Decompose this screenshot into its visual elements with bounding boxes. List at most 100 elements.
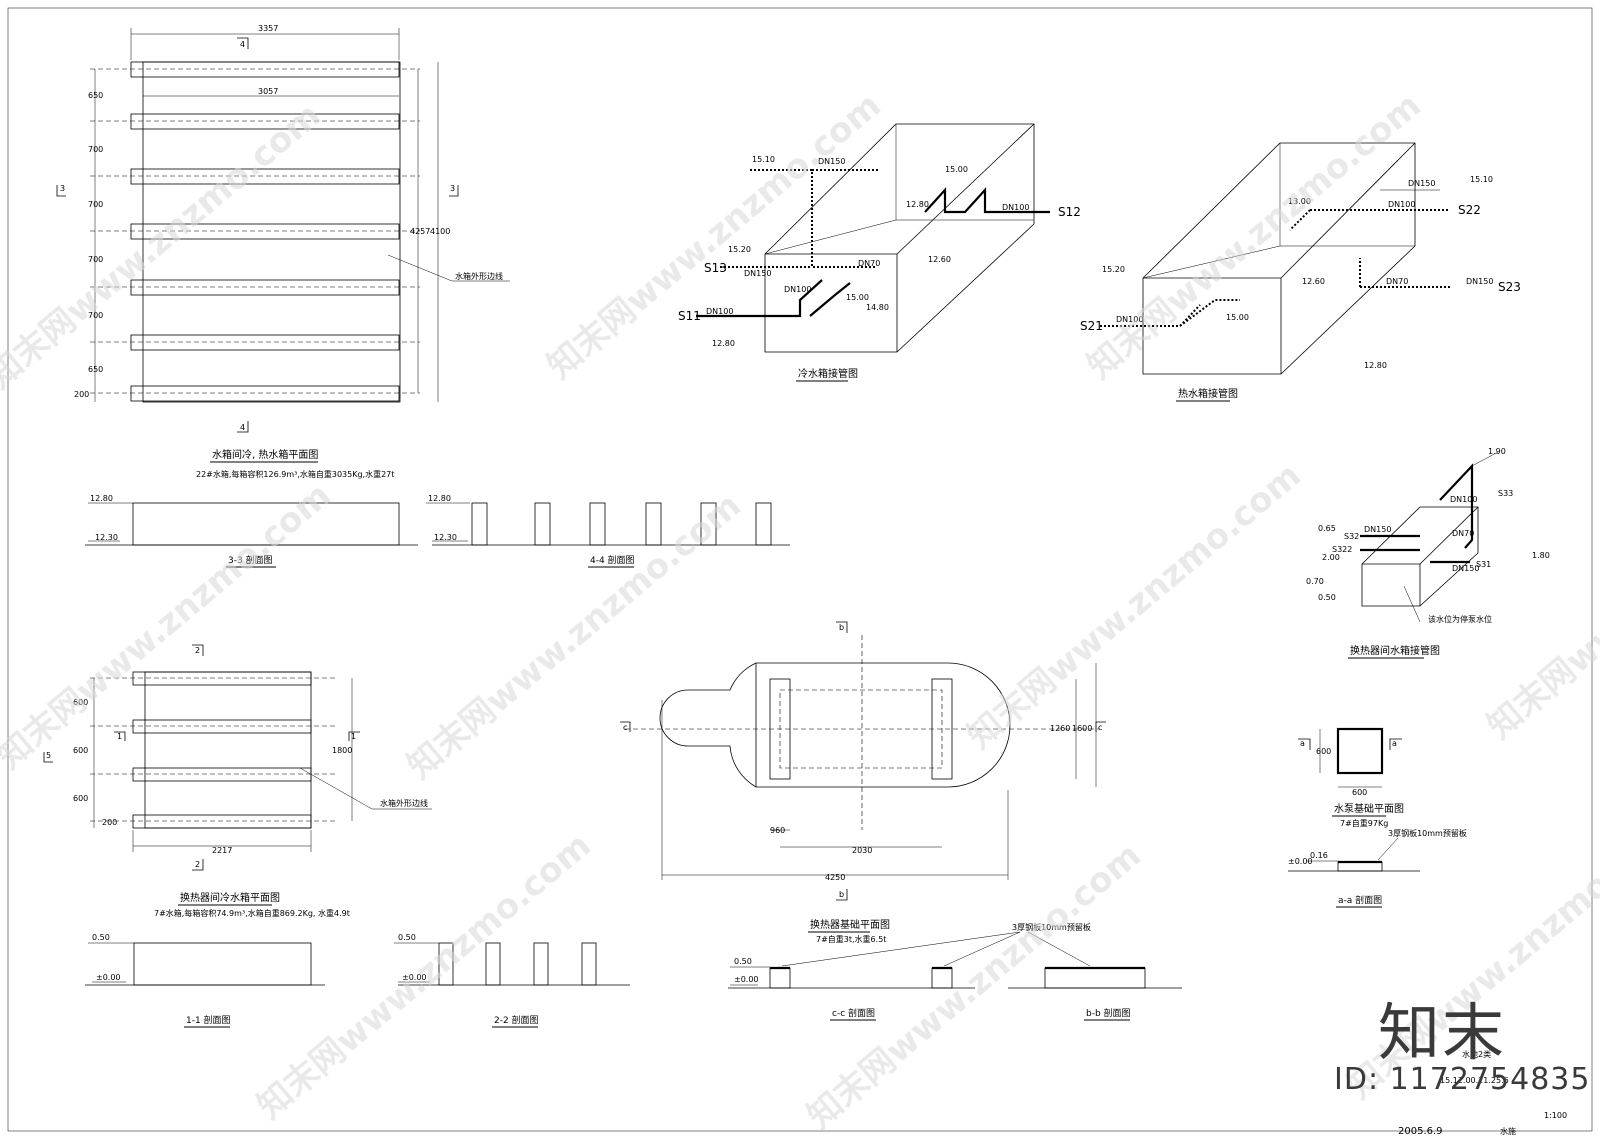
cut-mark-4-top: 4 xyxy=(240,40,245,49)
cold-label-2: DN150 xyxy=(818,157,845,166)
dim-left-7: 200 xyxy=(74,390,89,399)
secaa-level-bottom: ±0.00 xyxy=(1288,857,1313,866)
hx-iso-label-13: 0.70 xyxy=(1306,577,1324,586)
hx-dim-bottom: 2217 xyxy=(212,846,232,855)
support-beam xyxy=(130,61,400,78)
hx-dim-left-2: 600 xyxy=(73,746,88,755)
tank-plan-title: 水箱间冷, 热水箱平面图 xyxy=(212,448,318,461)
seccc-level-bottom: ±0.00 xyxy=(734,975,759,984)
hx-cut-2-top: 2 xyxy=(195,646,200,655)
sec22-title: 2-2 剖面图 xyxy=(494,1014,539,1026)
dim-left-4: 700 xyxy=(88,255,103,264)
hx-plan-note: 7#水箱,每箱容积74.9m³,水箱自重869.2Kg, 水重4.9t xyxy=(154,908,350,918)
hot-label-8: DN70 xyxy=(1386,277,1408,286)
sec33-title: 3-3 剖面图 xyxy=(228,554,273,566)
sec44-level-bottom: 12.30 xyxy=(434,533,457,542)
cold-label-S13: S13 xyxy=(704,261,727,275)
hx-cut-5: 5 xyxy=(46,751,51,760)
hot-label-7: 12.60 xyxy=(1302,277,1325,286)
secaa-leader: 3厚钢板10mm预留板 xyxy=(1388,828,1467,838)
hx-dim-left-1: 600 xyxy=(73,698,88,707)
secbb-title: b-b 剖面图 xyxy=(1086,1007,1131,1019)
sec11-title: 1-1 剖面图 xyxy=(186,1014,231,1026)
cold-label-S11: S11 xyxy=(678,309,701,323)
hxb-cut-b-bottom: b xyxy=(839,890,844,899)
hx-dim-left-3: 600 xyxy=(73,794,88,803)
sec33-level-bottom: 12.30 xyxy=(95,533,118,542)
dim-top-inner: 3057 xyxy=(258,87,278,96)
hx-iso-label-1: 1.90 xyxy=(1488,447,1506,456)
watermark-text: 知末网www.znzmo.com xyxy=(1080,85,1429,387)
cold-label-S12: S12 xyxy=(1058,205,1081,219)
secaa-title: a-a 剖面图 xyxy=(1338,894,1382,906)
section-c-c: 0.50 ±0.00 3厚钢板10mm预留板 c-c 剖面图 xyxy=(728,922,1091,1021)
cold-label-4: 12.80 xyxy=(906,200,929,209)
watermark-text: 知末网www.znzmo.com xyxy=(0,475,339,777)
support-beam xyxy=(130,168,400,185)
hxb-dim-1600: 1600 xyxy=(1072,724,1092,733)
title-block: 水池2类 15.12.00.21.25.6 1:100 2005.6.9 水施 xyxy=(1398,1049,1567,1137)
support-beam xyxy=(130,385,400,402)
dim-right-b: 4100 xyxy=(430,227,450,236)
sec44-level-top: 12.80 xyxy=(428,494,451,503)
sec11-level-bottom: ±0.00 xyxy=(96,973,121,982)
section-3-3: 12.80 12.30 3-3 剖面图 xyxy=(85,494,418,568)
support-beam xyxy=(130,223,400,240)
hx-outline-leader-label: 水箱外形边线 xyxy=(380,798,428,808)
hx-iso-label-S322: S322 xyxy=(1332,545,1352,554)
cold-label-10: DN70 xyxy=(858,259,880,268)
sec33-level-top: 12.80 xyxy=(90,494,113,503)
sheet-border xyxy=(7,7,1593,1132)
hx-iso-label-8: DN70 xyxy=(1452,529,1474,538)
hx-tank-isometric: 1.90 S33 DN100 0.65 S32 DN150 S322 DN70 … xyxy=(1306,447,1550,659)
cut-mark-3-left: 3 xyxy=(60,184,65,193)
dim-right-a: 4257 xyxy=(410,227,430,236)
hxb-note: 7#自重3t,水重6.5t xyxy=(816,934,886,944)
title-block-date: 2005.6.9 xyxy=(1398,1126,1443,1137)
cold-iso-title: 冷水箱接管图 xyxy=(798,367,858,380)
hot-iso-title: 热水箱接管图 xyxy=(1178,387,1238,400)
hot-label-11: DN100 xyxy=(1116,315,1143,324)
tank-plan-note: 22#水箱,每箱容积126.9m³,水箱自重3035Kg,水重27t xyxy=(196,469,394,479)
tank-room-plan: 3357 3057 650 700 700 700 700 650 200 42… xyxy=(56,24,510,479)
pump-dim-bottom: 600 xyxy=(1352,788,1367,797)
hot-label-9: DN150 xyxy=(1466,277,1493,286)
dim-left-1: 650 xyxy=(88,91,103,100)
hot-tank-isometric: DN150 15.10 13.00 DN100 S22 15.20 12.60 … xyxy=(1080,142,1521,402)
pump-cut-a-left: a xyxy=(1300,739,1305,748)
hx-iso-label-S32: S32 xyxy=(1344,532,1359,541)
watermark-layer: 知末网www.znzmo.com 知末网www.znzmo.com 知末网www… xyxy=(0,85,1600,1137)
hx-iso-label-6: DN150 xyxy=(1364,525,1391,534)
brand-id: ID: 1172754835 xyxy=(1334,1062,1591,1097)
section-2-2: 0.50 ±0.00 2-2 剖面图 xyxy=(394,933,630,1028)
dim-left-3: 700 xyxy=(88,200,103,209)
watermark-text: 知末网www.znzmo.com xyxy=(800,835,1149,1137)
section-4-4: 12.80 12.30 4-4 剖面图 xyxy=(426,494,790,568)
hxb-dim-2030: 2030 xyxy=(852,846,872,855)
hot-label-2: 15.10 xyxy=(1470,175,1493,184)
hx-dim-left-4: 200 xyxy=(102,818,117,827)
title-block-scale: 1:100 xyxy=(1544,1111,1567,1120)
hx-iso-label-14: 0.50 xyxy=(1318,593,1336,602)
hxb-title: 换热器基础平面图 xyxy=(810,918,890,931)
hx-iso-leader: 该水位为停泵水位 xyxy=(1428,614,1492,624)
support-beam xyxy=(130,334,400,351)
outline-leader-label: 水箱外形边线 xyxy=(455,271,503,281)
cold-label-3: 15.00 xyxy=(945,165,968,174)
sec11-level-top: 0.50 xyxy=(92,933,110,942)
hx-plan-title: 换热器间冷水箱平面图 xyxy=(180,891,280,904)
pump-note: 7#自重97Kg xyxy=(1340,818,1388,828)
hx-iso-title: 换热器间水箱接管图 xyxy=(1350,644,1440,657)
hot-label-4: DN100 xyxy=(1388,200,1415,209)
cut-mark-3-right: 3 xyxy=(450,184,455,193)
hot-label-14: 12.80 xyxy=(1364,361,1387,370)
hxb-dim-1260: 1260 xyxy=(1050,724,1070,733)
hot-label-1: DN150 xyxy=(1408,179,1435,188)
hot-label-S23: S23 xyxy=(1498,280,1521,294)
title-block-sheet: 水施 xyxy=(1500,1126,1516,1136)
hx-iso-label-S31: S31 xyxy=(1476,560,1491,569)
seccc-title: c-c 剖面图 xyxy=(832,1007,875,1019)
hx-iso-label-4: 0.65 xyxy=(1318,524,1336,533)
cold-label-1: 15.10 xyxy=(752,155,775,164)
cold-label-11: 12.60 xyxy=(928,255,951,264)
